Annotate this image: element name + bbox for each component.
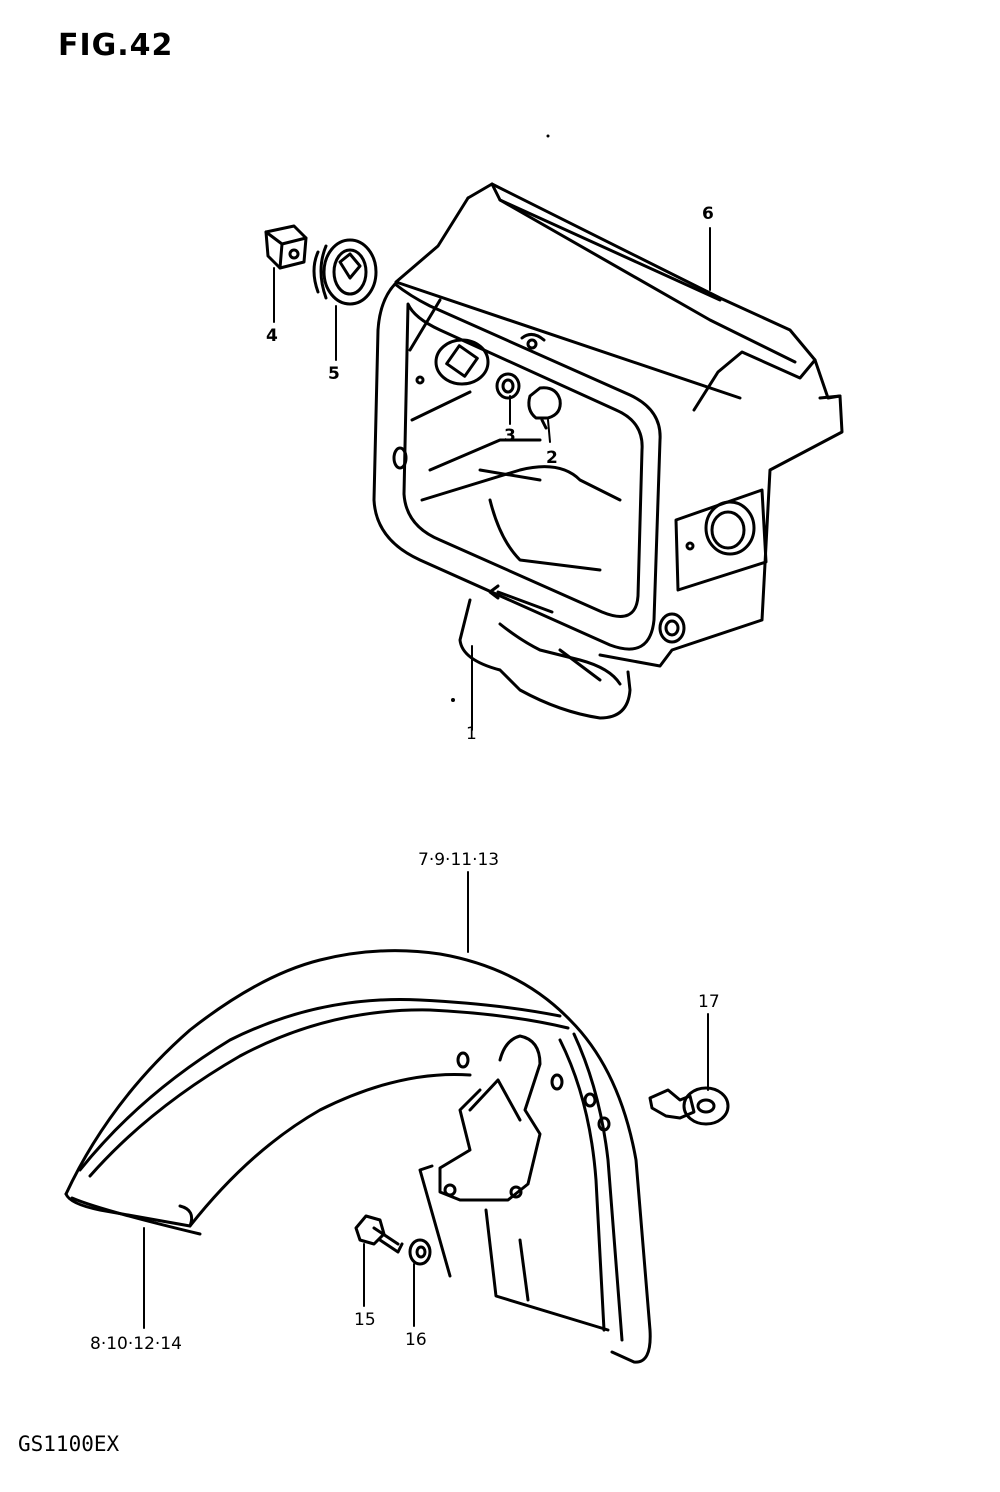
callout-4: 4	[266, 326, 278, 346]
leader-lines	[144, 228, 710, 1328]
callout-1: 1	[466, 724, 477, 744]
callout-6: 6	[702, 204, 714, 224]
washer-part-3	[497, 374, 519, 398]
headlight-housing	[374, 184, 842, 718]
callout-3: 3	[504, 426, 516, 446]
front-fender	[66, 951, 650, 1362]
bolt-part-15	[356, 1216, 402, 1252]
callout-7-9-11-13: 7·9·11·13	[418, 850, 500, 870]
callout-2: 2	[546, 448, 558, 468]
callout-5: 5	[328, 364, 340, 384]
model-code: GS1100EX	[18, 1432, 120, 1456]
callout-17: 17	[698, 992, 720, 1012]
grommet-part-5	[314, 240, 376, 304]
callout-15: 15	[354, 1310, 376, 1330]
callout-8-10-12-14: 8·10·12·14	[90, 1334, 182, 1354]
washer-part-16	[410, 1240, 430, 1264]
figure-title: FIG.42	[58, 28, 174, 63]
nut-part-4	[266, 226, 306, 268]
bolt-part-2	[529, 388, 560, 428]
clip-part-17	[650, 1088, 728, 1124]
callout-16: 16	[405, 1330, 427, 1350]
